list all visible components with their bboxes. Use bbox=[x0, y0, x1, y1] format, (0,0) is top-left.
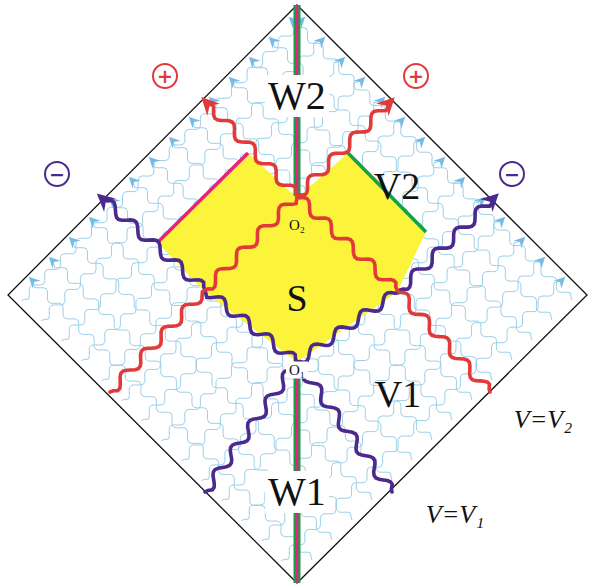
radiation-arrow bbox=[209, 97, 221, 109]
radiation-arrow bbox=[29, 277, 41, 289]
horizon-segment bbox=[348, 153, 426, 232]
point-label: O₁ bbox=[286, 362, 308, 379]
radiation-arrow bbox=[149, 157, 161, 169]
coordinate-label: V=V₁ bbox=[423, 501, 487, 529]
sign-symbol: + bbox=[152, 63, 178, 89]
radiation-arrow bbox=[249, 57, 261, 69]
coordinate-label: V=V₂ bbox=[511, 406, 575, 434]
penrose-boundary bbox=[8, 5, 587, 583]
radiation-wave bbox=[53, 261, 332, 540]
sign-symbol: − bbox=[44, 161, 70, 187]
radiation-arrow bbox=[289, 17, 301, 29]
worldline bbox=[208, 104, 490, 392]
horizon-segment bbox=[159, 153, 248, 241]
radiation-arrow bbox=[89, 217, 101, 229]
radiation-arrow bbox=[49, 257, 61, 269]
region-label: V2 bbox=[374, 167, 420, 205]
radiation-arrow bbox=[454, 177, 466, 189]
radiation-arrow bbox=[69, 237, 81, 249]
worldline bbox=[110, 104, 388, 392]
radiation-arrow bbox=[169, 137, 181, 149]
region-label: W1 bbox=[265, 471, 329, 513]
region-label: V1 bbox=[375, 375, 421, 413]
sign-symbol: + bbox=[403, 63, 429, 89]
sign-symbol: − bbox=[499, 161, 525, 187]
radiation-arrow bbox=[129, 177, 141, 189]
radiation-arrow bbox=[229, 77, 241, 89]
radiation-arrow bbox=[109, 197, 121, 209]
radiation-arrow bbox=[494, 217, 506, 229]
point-label: O₂ bbox=[286, 217, 308, 234]
radiation-arrow bbox=[474, 197, 486, 209]
radiation-arrow bbox=[314, 37, 326, 49]
radiation-wave bbox=[262, 261, 542, 541]
worldline-arrow bbox=[376, 97, 395, 116]
region-label: W2 bbox=[265, 75, 329, 117]
radiation-arrow bbox=[354, 77, 366, 89]
worldline bbox=[205, 200, 492, 492]
radiation-arrow bbox=[189, 117, 201, 129]
radiation-arrow bbox=[294, 17, 306, 29]
worldline-arrow bbox=[97, 194, 116, 212]
radiation-arrow bbox=[269, 37, 281, 49]
region-label: S bbox=[286, 279, 307, 317]
worldline-arrow bbox=[480, 193, 499, 212]
region-fill bbox=[157, 153, 426, 362]
worldline-arrow bbox=[201, 97, 220, 116]
radiation-arrow bbox=[434, 157, 446, 169]
worldline bbox=[104, 200, 392, 492]
